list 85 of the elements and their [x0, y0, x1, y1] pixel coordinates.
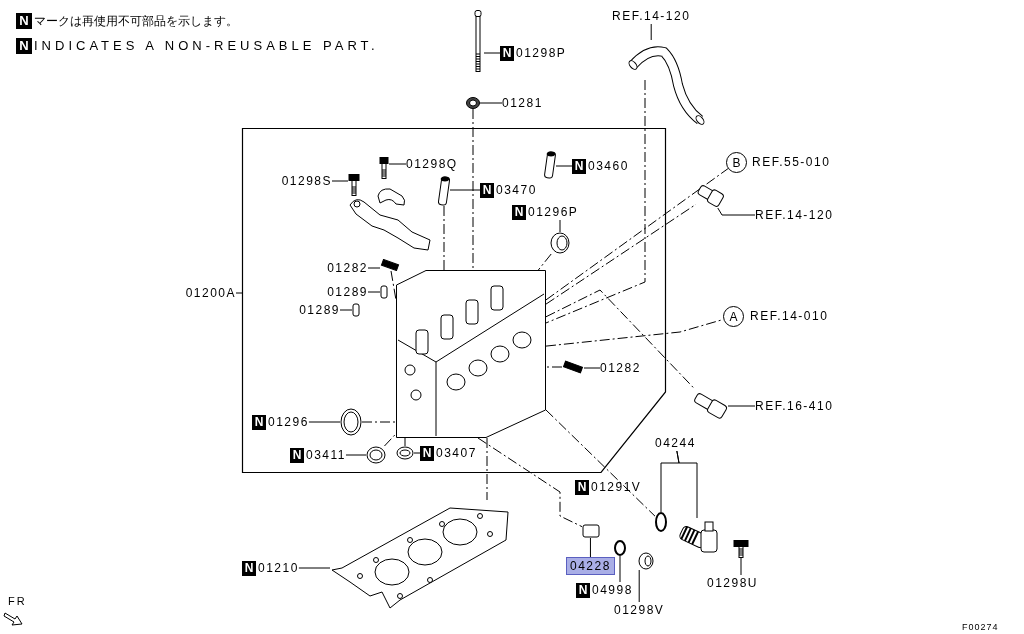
part-number: 01289	[299, 302, 340, 318]
alignment-line	[383, 433, 397, 447]
reference-label: REF.14-120	[755, 207, 834, 223]
leader-line	[650, 23, 652, 41]
part-number: 01282	[327, 260, 368, 276]
part-number: 01298S	[281, 173, 332, 189]
part-number: 01296P	[528, 204, 579, 220]
part-number: 01289	[327, 284, 368, 300]
leader-line	[298, 567, 331, 569]
reference-label: REF.14-010	[750, 308, 829, 324]
non-reusable-mark: N	[572, 158, 586, 174]
non-reusable-mark: N	[420, 445, 434, 461]
non-reusable-mark: N	[290, 447, 304, 463]
leader-line	[583, 367, 601, 369]
alignment-line	[404, 437, 406, 447]
part-number: 01200A	[185, 285, 236, 301]
alignment-line	[472, 108, 474, 271]
non-reusable-mark: N	[16, 13, 32, 29]
direction-label: FR	[8, 595, 27, 607]
part-number: 01298P	[516, 45, 567, 61]
leader-line	[235, 292, 243, 294]
leader-line	[479, 102, 503, 104]
leader-line	[367, 291, 381, 293]
alignment-line	[486, 437, 488, 501]
leader-line	[339, 309, 353, 311]
alignment-line	[545, 289, 695, 389]
reference-circle: A	[723, 306, 744, 327]
alignment-line	[545, 318, 724, 347]
reference-label: REF.16-410	[755, 398, 834, 414]
leader-line	[449, 189, 481, 191]
non-reusable-mark: N	[242, 560, 256, 576]
highlighted-part-number: 04228	[566, 557, 615, 575]
part-number: 03407	[436, 445, 477, 461]
part-number: 01282	[600, 360, 641, 376]
leader-line	[638, 569, 640, 603]
leader-line	[413, 452, 421, 454]
part-number: 01298Q	[406, 156, 458, 172]
alignment-line	[361, 421, 397, 423]
alignment-line	[545, 79, 646, 324]
leader-line	[717, 207, 756, 216]
non-reusable-mark: N	[576, 582, 590, 598]
leader-line	[483, 52, 501, 54]
part-number: 01298V	[614, 602, 665, 618]
part-number: 01296	[268, 414, 309, 430]
alignment-line	[545, 168, 729, 301]
leader-line	[619, 555, 621, 583]
reference-circle: B	[726, 152, 747, 173]
part-number: 01291V	[591, 479, 642, 495]
alignment-line	[545, 203, 697, 305]
reference-label: REF.55-010	[752, 154, 831, 170]
part-number: 01298U	[707, 575, 759, 591]
non-reusable-mark: N	[252, 414, 266, 430]
part-number: 01210	[258, 560, 299, 576]
part-number: 04244	[655, 435, 696, 451]
leader-line	[676, 450, 698, 519]
leader-line	[331, 180, 349, 182]
non-reusable-mark: N	[575, 479, 589, 495]
part-number: 03411	[306, 447, 346, 463]
non-reusable-mark: N	[16, 38, 32, 54]
leader-line	[589, 537, 591, 558]
non-reusable-mark: N	[500, 45, 514, 61]
leader-line	[308, 421, 341, 423]
alignment-line	[390, 270, 397, 301]
leader-line	[559, 219, 561, 233]
alignment-line	[545, 409, 656, 517]
part-number: 01281	[502, 95, 543, 111]
leader-line	[345, 454, 367, 456]
leader-line	[555, 165, 573, 167]
leader-line	[740, 557, 742, 576]
alignment-line	[477, 437, 583, 528]
note-text: INDICATES A NON-REUSABLE PART.	[34, 38, 379, 54]
figure-code: F00274	[962, 622, 999, 632]
alignment-line	[537, 253, 552, 271]
non-reusable-mark: N	[512, 204, 526, 220]
note-text: マークは再使用不可部品を示します。	[34, 13, 238, 29]
leader-line	[367, 267, 381, 269]
reference-label: REF.14-120	[612, 8, 691, 24]
alignment-line	[545, 366, 563, 368]
leader-line	[727, 405, 756, 407]
part-number: 03460	[588, 158, 629, 174]
alignment-line	[443, 205, 445, 271]
non-reusable-mark: N	[480, 182, 494, 198]
leader-line	[388, 163, 407, 165]
part-number: 03470	[496, 182, 537, 198]
part-number: 04998	[592, 582, 633, 598]
